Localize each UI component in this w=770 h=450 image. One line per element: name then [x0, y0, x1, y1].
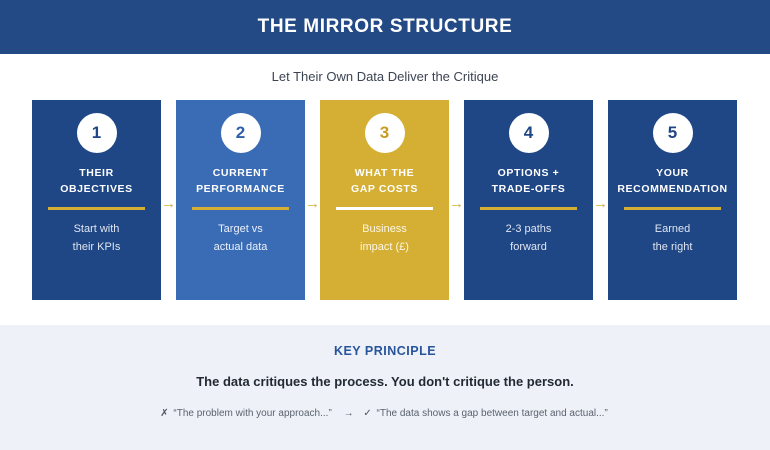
page-title: THE MIRROR STRUCTURE: [257, 16, 513, 37]
step-body-4: 2-3 paths forward: [469, 220, 589, 256]
step-title-line2: OBJECTIVES: [60, 183, 133, 196]
step-card-3[interactable]: 3 WHAT THE GAP COSTS Business impact (£): [320, 100, 449, 300]
arrow-right-icon: →: [305, 194, 320, 212]
key-principle-statement: The data critiques the process. You don'…: [196, 374, 574, 389]
step-number-badge-2: 2: [220, 113, 261, 153]
arrow-right-icon: →: [161, 194, 176, 212]
arrow-right-icon: →: [593, 194, 608, 212]
step-title-line1: OPTIONS +: [497, 167, 560, 179]
slide-subtitle: Let Their Own Data Deliver the Critique: [271, 69, 499, 84]
step-connector-4-5: →: [593, 100, 608, 300]
step-body-5: Earned the right: [613, 220, 733, 256]
step-body-line1: Earned: [654, 222, 691, 235]
step-connector-3-4: →: [449, 100, 464, 300]
step-number-badge-3: 3: [364, 113, 405, 153]
step-title-line2: PERFORMANCE: [196, 183, 285, 196]
step-card-1[interactable]: 1 THEIR OBJECTIVES Start with their KPIs: [32, 100, 161, 300]
step-body-2: Target vs actual data: [181, 220, 301, 256]
step-title-line2: GAP COSTS: [350, 183, 419, 196]
bad-phrasing-quote: “The problem with your approach...”: [173, 408, 332, 419]
arrow-right-icon: →: [449, 194, 464, 212]
step-divider-5: [624, 206, 721, 210]
step-title-5: YOUR RECOMMENDATION: [610, 165, 735, 198]
step-card-4[interactable]: 4 OPTIONS + TRADE-OFFS 2-3 paths forward: [464, 100, 593, 300]
step-body-3: Business impact (£): [325, 220, 445, 256]
step-title-1: THEIR OBJECTIVES: [34, 165, 159, 198]
step-number-badge-4: 4: [508, 113, 549, 153]
step-body-line1: 2-3 paths: [505, 222, 552, 235]
step-title-2: CURRENT PERFORMANCE: [178, 165, 303, 198]
step-connector-1-2: →: [161, 100, 176, 300]
step-title-line1: YOUR: [656, 167, 689, 179]
step-divider-1: [48, 206, 145, 210]
step-title-line1: THEIR: [79, 167, 114, 179]
step-title-line1: CURRENT: [212, 167, 269, 179]
check-icon: ✓: [363, 408, 372, 419]
steps-row: 1 THEIR OBJECTIVES Start with their KPIs…: [32, 100, 738, 300]
step-number-badge-5: 5: [652, 113, 693, 153]
key-principle-example: ✗ “The problem with your approach...” → …: [0, 408, 770, 419]
step-body-line2: their KPIs: [72, 240, 121, 253]
step-title-line2: RECOMMENDATION: [617, 183, 728, 196]
step-body-line2: actual data: [213, 240, 268, 253]
step-body-line1: Start with: [73, 222, 120, 235]
step-body-line2: forward: [510, 240, 547, 253]
step-body-line1: Target vs: [218, 222, 263, 235]
step-title-line2: TRADE-OFFS: [491, 183, 566, 196]
step-divider-4: [480, 206, 577, 210]
step-title-line1: WHAT THE: [354, 167, 415, 179]
key-principle-panel: KEY PRINCIPLE The data critiques the pro…: [0, 325, 770, 450]
step-title-3: WHAT THE GAP COSTS: [322, 165, 447, 198]
step-divider-3: [336, 206, 433, 210]
step-body-line1: Business: [362, 222, 407, 235]
step-card-5[interactable]: 5 YOUR RECOMMENDATION Earned the right: [608, 100, 737, 300]
step-body-1: Start with their KPIs: [37, 220, 157, 256]
key-principle-heading: KEY PRINCIPLE: [333, 344, 437, 358]
step-number-badge-1: 1: [76, 113, 117, 153]
step-divider-2: [192, 206, 289, 210]
good-phrasing-quote: “The data shows a gap between target and…: [376, 408, 608, 419]
slide-header: THE MIRROR STRUCTURE: [0, 0, 770, 54]
step-title-4: OPTIONS + TRADE-OFFS: [466, 165, 591, 198]
step-card-2[interactable]: 2 CURRENT PERFORMANCE Target vs actual d…: [176, 100, 305, 300]
step-body-line2: impact (£): [360, 240, 409, 253]
cross-icon: ✗: [160, 408, 169, 419]
step-connector-2-3: →: [305, 100, 320, 300]
arrow-right-icon: →: [343, 408, 354, 419]
step-body-line2: the right: [652, 240, 693, 253]
